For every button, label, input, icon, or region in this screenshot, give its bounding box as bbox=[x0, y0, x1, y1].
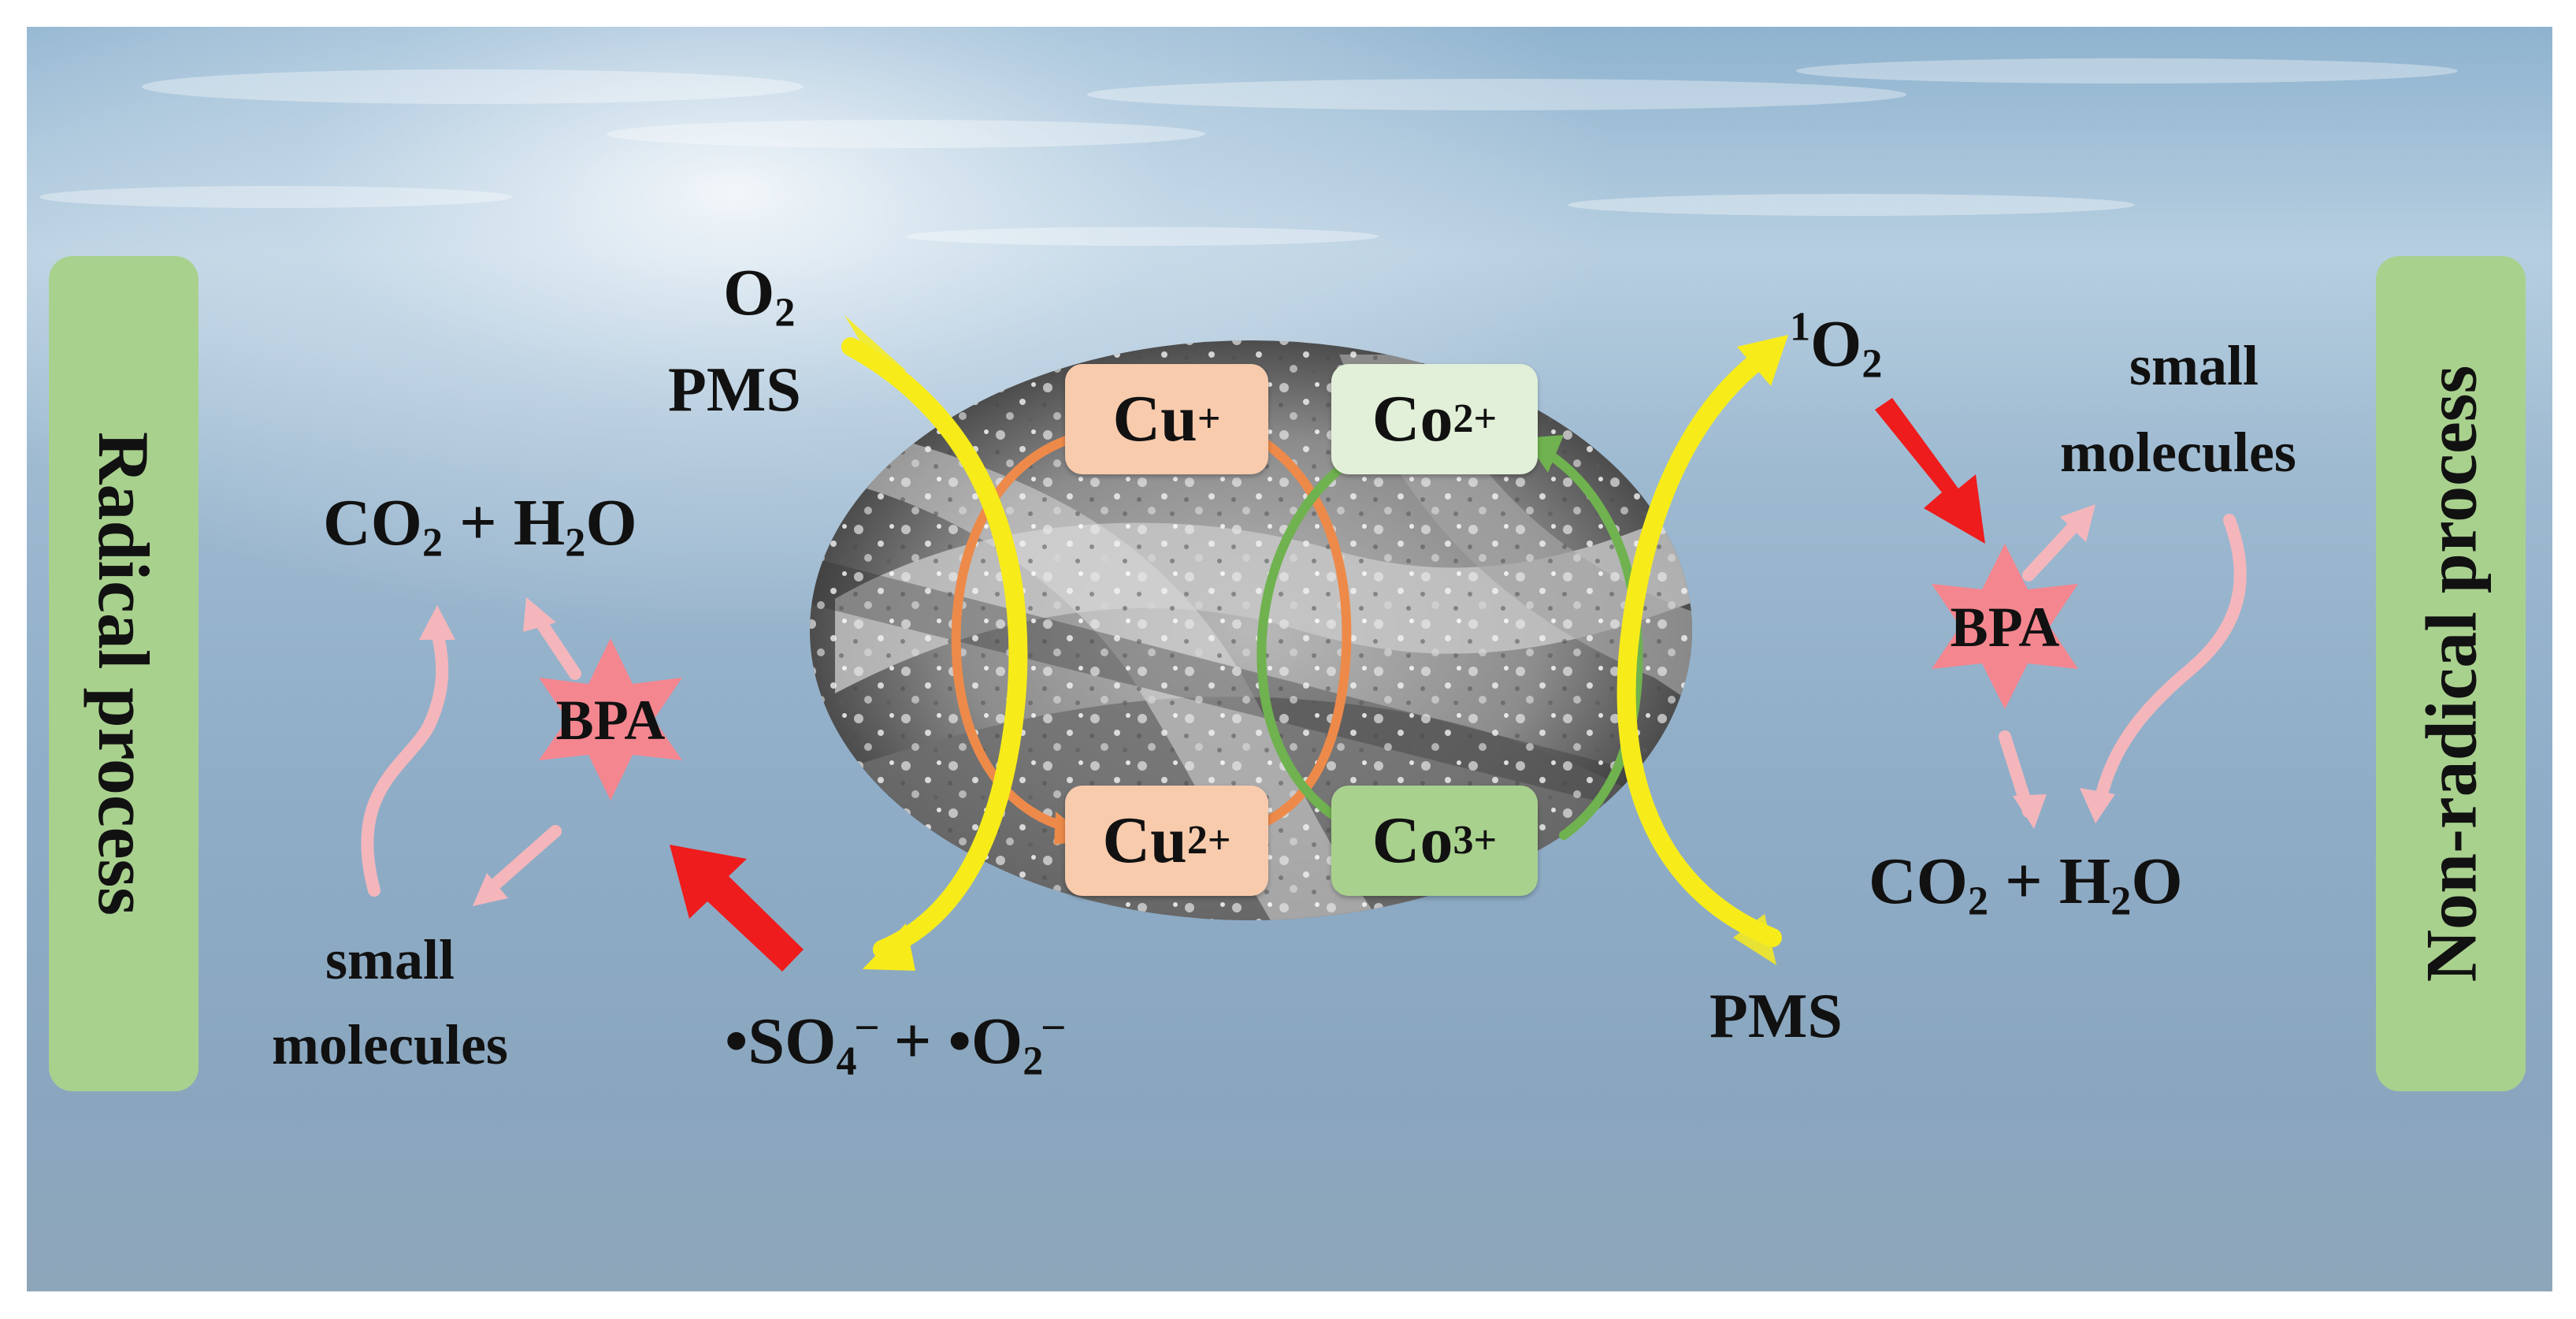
pink-arrowhead-to-small-right bbox=[2060, 504, 2095, 542]
yellow-arrow-left-tail bbox=[844, 315, 906, 378]
left-o2-label: O2 bbox=[723, 256, 796, 336]
co-2plus-symbol: Co bbox=[1372, 382, 1453, 455]
radical-process-label: Radical process bbox=[84, 431, 165, 916]
right-small-molecules-2: molecules bbox=[2060, 421, 2296, 484]
yellow-arrow-left-curve bbox=[841, 337, 1028, 959]
pink-arrowhead-to-small-left bbox=[473, 873, 508, 906]
right-bpa-label: BPA bbox=[1950, 596, 2060, 659]
left-radicals-label: •SO4– + •O2– bbox=[725, 1001, 1064, 1084]
left-bpa-label: BPA bbox=[555, 689, 666, 752]
right-small-molecules-1: small bbox=[2129, 334, 2259, 397]
cu-plus-symbol: Cu bbox=[1112, 382, 1197, 455]
radical-process-box: Radical process bbox=[49, 256, 199, 1091]
yellow-arrow-left-head bbox=[863, 923, 915, 971]
right-pms-label: PMS bbox=[1709, 982, 1843, 1051]
non-radical-process-label: Non-radical process bbox=[2411, 365, 2491, 983]
red-arrow-right bbox=[1875, 398, 1985, 544]
left-small-molecules-2: molecules bbox=[272, 1013, 508, 1076]
red-arrow-left bbox=[670, 845, 804, 972]
left-pms-label: PMS bbox=[668, 355, 801, 425]
non-radical-process-box: Non-radical process bbox=[2376, 256, 2526, 1091]
bpa-star-left bbox=[539, 638, 682, 801]
right-singlet-oxygen-label: 1O2 bbox=[1790, 304, 1883, 387]
yellow-arrow-right-head bbox=[1737, 335, 1788, 386]
pink-arrowhead-to-products-right-1 bbox=[2013, 794, 2047, 829]
right-products-label: CO2 + H2O bbox=[1869, 845, 2183, 924]
bpa-star-right bbox=[1932, 544, 2078, 709]
pink-arrowhead-to-products-right-2 bbox=[2080, 788, 2115, 823]
pink-arrowhead-curve-left bbox=[419, 605, 455, 640]
yellow-arrow-right-curve bbox=[1616, 349, 1782, 947]
co-3plus-symbol: Co bbox=[1372, 804, 1453, 877]
left-products-label: CO2 + H2O bbox=[323, 486, 637, 566]
yellow-arrow-right-tail bbox=[1733, 914, 1776, 965]
water-ripples bbox=[39, 58, 2458, 246]
left-small-molecules-1: small bbox=[325, 928, 455, 991]
pink-arrowhead-to-products-left bbox=[523, 597, 556, 632]
cu-2plus-symbol: Cu bbox=[1102, 804, 1187, 877]
cu-plus-box: Cu+ bbox=[1065, 364, 1268, 474]
